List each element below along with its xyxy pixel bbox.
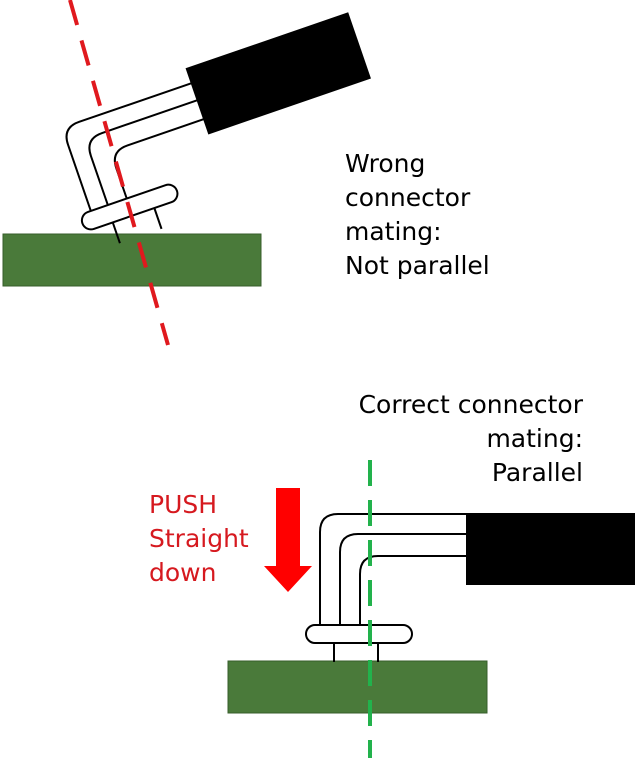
correct-pcb-board <box>227 660 488 714</box>
correct-mating-illustration <box>227 460 635 758</box>
wrong-wire-middle <box>88 98 199 208</box>
correct-mating-label: Correct connector mating: Parallel <box>359 388 583 490</box>
wrong-connector <box>65 12 371 244</box>
wrong-wire-outer <box>65 81 193 214</box>
correct-wire-outer <box>319 513 468 626</box>
correct-connector <box>305 513 635 662</box>
wrong-mating-label: Wrong connector mating: Not parallel <box>345 147 490 283</box>
push-label-line: PUSH <box>149 490 218 519</box>
wrong-cable-jacket <box>185 12 371 135</box>
wrong-label-line: mating: <box>345 217 442 246</box>
correct-wire-middle <box>339 533 468 626</box>
push-down-arrow-icon <box>264 488 312 592</box>
correct-label-line: Correct connector <box>358 390 583 419</box>
correct-connector-collar <box>305 624 413 644</box>
push-instruction-label: PUSH Straight down <box>149 488 249 590</box>
wrong-label-line: connector <box>345 183 471 212</box>
wrong-label-line: Not parallel <box>345 251 490 280</box>
correct-label-line: Parallel <box>491 458 583 487</box>
correct-label-line: mating: <box>486 424 583 453</box>
push-label-line: Straight <box>149 524 249 553</box>
correct-wire-inner <box>359 555 468 626</box>
wrong-axis-line <box>68 0 170 346</box>
correct-cable-jacket <box>466 513 635 585</box>
wrong-label-line: Wrong <box>345 149 426 178</box>
wrong-pcb-board <box>2 233 262 287</box>
wrong-mating-illustration <box>2 0 371 346</box>
push-label-line: down <box>149 558 217 587</box>
